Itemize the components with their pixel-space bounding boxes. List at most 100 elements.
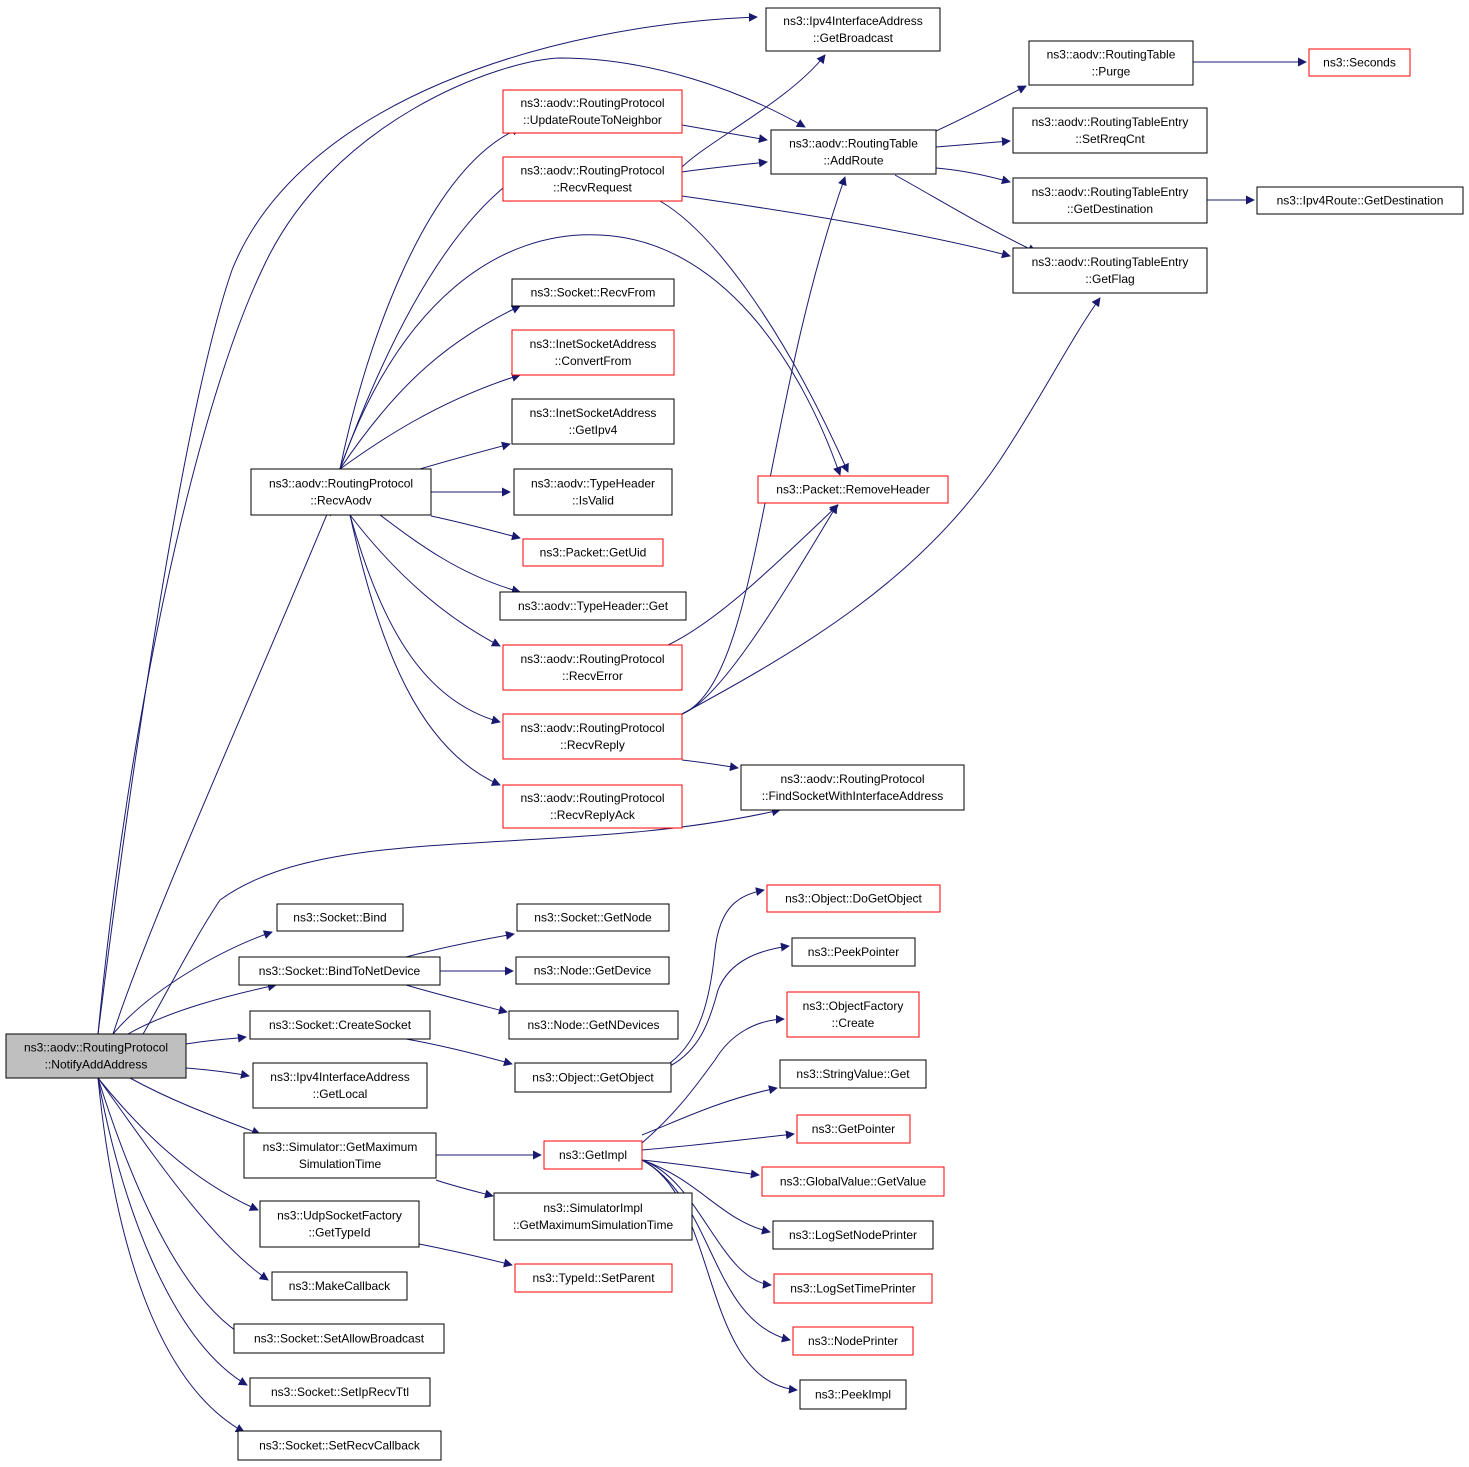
call-edge (349, 514, 501, 647)
node-box (765, 7, 941, 52)
node-label: ::GetTypeId (308, 1226, 370, 1240)
call-edge (641, 1159, 771, 1235)
node-get-uid[interactable]: ns3::Packet::GetUid (522, 538, 664, 567)
node-get-object[interactable]: ns3::Object::GetObject (514, 1062, 672, 1093)
node-seconds[interactable]: ns3::Seconds (1308, 48, 1411, 77)
node-allow-broadcast[interactable]: ns3::Socket::SetAllowBroadcast (233, 1323, 445, 1354)
call-edge (349, 514, 501, 725)
node-upd-neighbor[interactable]: ns3::aodv::RoutingProtocol::UpdateRouteT… (502, 89, 683, 134)
node-peek-pointer[interactable]: ns3::PeekPointer (791, 937, 916, 967)
node-box (1012, 107, 1208, 154)
node-recv-from[interactable]: ns3::Socket::RecvFrom (511, 278, 675, 307)
call-edge (935, 137, 1011, 148)
node-sim-max-time[interactable]: ns3::Simulator::GetMaximumSimulationTime (243, 1132, 437, 1179)
node-make-callback[interactable]: ns3::MakeCallback (271, 1271, 408, 1301)
call-edge (669, 887, 765, 1064)
node-label: ns3::aodv::RoutingProtocol (520, 791, 664, 805)
node-recv-reply[interactable]: ns3::aodv::RoutingProtocol::RecvReply (502, 713, 683, 760)
node-label: ns3::GlobalValue::GetValue (780, 1175, 927, 1189)
call-edge (339, 305, 521, 470)
node-route-dest[interactable]: ns3::Ipv4Route::GetDestination (1256, 186, 1464, 215)
node-label: ns3::LogSetNodePrinter (789, 1228, 917, 1242)
node-label: ns3::aodv::RoutingProtocol (520, 721, 664, 735)
node-ifaddr-bcast[interactable]: ns3::Ipv4InterfaceAddress::GetBroadcast (765, 7, 941, 52)
node-purge[interactable]: ns3::aodv::RoutingTable::Purge (1028, 40, 1194, 86)
node-global-get[interactable]: ns3::GlobalValue::GetValue (761, 1166, 945, 1197)
call-edge (435, 1179, 494, 1199)
node-peek-impl[interactable]: ns3::PeekImpl (799, 1379, 907, 1410)
node-get-ipv4[interactable]: ns3::InetSocketAddress::GetIpv4 (511, 398, 675, 445)
node-box (249, 1010, 431, 1040)
node-recv-reply-ack[interactable]: ns3::aodv::RoutingProtocol::RecvReplyAck (502, 784, 683, 829)
call-edge (379, 514, 521, 595)
node-recv-aodv[interactable]: ns3::aodv::RoutingProtocol::RecvAodv (250, 468, 432, 516)
call-edge (185, 1067, 250, 1079)
node-string-get[interactable]: ns3::StringValue::Get (779, 1059, 927, 1089)
node-is-valid[interactable]: ns3::aodv::TypeHeader::IsValid (513, 468, 673, 516)
node-impl-max-time[interactable]: ns3::SimulatorImpl::GetMaximumSimulation… (493, 1192, 693, 1241)
node-box (773, 1273, 933, 1304)
call-edge (185, 1033, 247, 1045)
node-label: ns3::Seconds (1323, 56, 1396, 70)
node-set-parent[interactable]: ns3::TypeId::SetParent (514, 1263, 673, 1293)
call-edge (97, 1077, 248, 1339)
node-box (259, 1200, 420, 1248)
node-box (237, 1430, 442, 1461)
node-get-ndevices[interactable]: ns3::Node::GetNDevices (508, 1010, 679, 1040)
node-bind-netdev[interactable]: ns3::Socket::BindToNetDevice (238, 956, 441, 986)
node-label: ns3::aodv::RoutingProtocol (520, 96, 664, 110)
node-box (511, 329, 675, 376)
node-set-ip-ttl[interactable]: ns3::Socket::SetIpRecvTtl (249, 1377, 431, 1407)
node-log-node-printer[interactable]: ns3::LogSetNodePrinter (772, 1220, 934, 1250)
node-set-rreq[interactable]: ns3::aodv::RoutingTableEntry::SetRreqCnt (1012, 107, 1208, 154)
node-label: ns3::aodv::RoutingProtocol (780, 772, 924, 786)
node-box (514, 1263, 673, 1293)
node-box (1308, 48, 1411, 77)
node-remove-header[interactable]: ns3::Packet::RemoveHeader (757, 475, 949, 504)
node-box (1012, 177, 1208, 224)
node-add-route[interactable]: ns3::aodv::RoutingTable::AddRoute (770, 129, 937, 175)
node-obj-create[interactable]: ns3::ObjectFactory::Create (786, 991, 920, 1038)
call-edge (681, 54, 826, 168)
node-create-socket[interactable]: ns3::Socket::CreateSocket (249, 1010, 431, 1040)
call-edge (97, 1077, 269, 1281)
node-label: ns3::GetPointer (812, 1122, 895, 1136)
node-box (770, 129, 937, 175)
node-box (238, 956, 441, 986)
node-label: ::GetIpv4 (569, 423, 618, 437)
node-label: ns3::aodv::RoutingTableEntry (1032, 115, 1189, 129)
node-convert-from[interactable]: ns3::InetSocketAddress::ConvertFrom (511, 329, 675, 376)
node-get-node[interactable]: ns3::Socket::GetNode (516, 903, 670, 932)
node-get-local[interactable]: ns3::Ipv4InterfaceAddress::GetLocal (252, 1062, 428, 1109)
node-label: ns3::Socket::GetNode (534, 911, 652, 925)
node-notify[interactable]: ns3::aodv::RoutingProtocol::NotifyAddAdd… (5, 1033, 187, 1079)
call-edge (97, 57, 806, 1035)
node-bind[interactable]: ns3::Socket::Bind (276, 903, 404, 932)
node-udp-typeid[interactable]: ns3::UdpSocketFactory::GetTypeId (259, 1200, 420, 1248)
node-find-socket[interactable]: ns3::aodv::RoutingProtocol::FindSocketWi… (740, 764, 965, 811)
call-edge (349, 514, 501, 786)
node-get-device[interactable]: ns3::Node::GetDevice (515, 956, 670, 985)
call-edge (641, 1085, 778, 1136)
node-set-recv-cb[interactable]: ns3::Socket::SetRecvCallback (237, 1430, 442, 1461)
node-get-dest[interactable]: ns3::aodv::RoutingTableEntry::GetDestina… (1012, 177, 1208, 224)
node-label: ns3::InetSocketAddress (530, 337, 657, 351)
call-edge (97, 1077, 259, 1211)
node-type-get[interactable]: ns3::aodv::TypeHeader::Get (499, 591, 687, 621)
node-recv-request[interactable]: ns3::aodv::RoutingProtocol::RecvRequest (502, 156, 683, 202)
node-label: ns3::Ipv4Route::GetDestination (1277, 194, 1444, 208)
node-label: ns3::Packet::RemoveHeader (776, 483, 929, 497)
node-node-printer[interactable]: ns3::NodePrinter (792, 1326, 914, 1356)
node-log-time-printer[interactable]: ns3::LogSetTimePrinter (773, 1273, 933, 1304)
call-edge (935, 167, 1011, 185)
node-get-flag[interactable]: ns3::aodv::RoutingTableEntry::GetFlag (1012, 247, 1208, 294)
node-box (271, 1271, 408, 1301)
call-edge (112, 807, 781, 1079)
node-recv-error[interactable]: ns3::aodv::RoutingProtocol::RecvError (502, 644, 683, 691)
node-label: ::RecvReply (560, 738, 625, 752)
node-label: ns3::aodv::RoutingProtocol (520, 652, 664, 666)
node-get-impl[interactable]: ns3::GetImpl (543, 1140, 643, 1170)
node-do-get-object[interactable]: ns3::Object::DoGetObject (766, 884, 941, 913)
node-label: ns3::Packet::GetUid (540, 546, 647, 560)
node-get-pointer[interactable]: ns3::GetPointer (796, 1114, 911, 1144)
